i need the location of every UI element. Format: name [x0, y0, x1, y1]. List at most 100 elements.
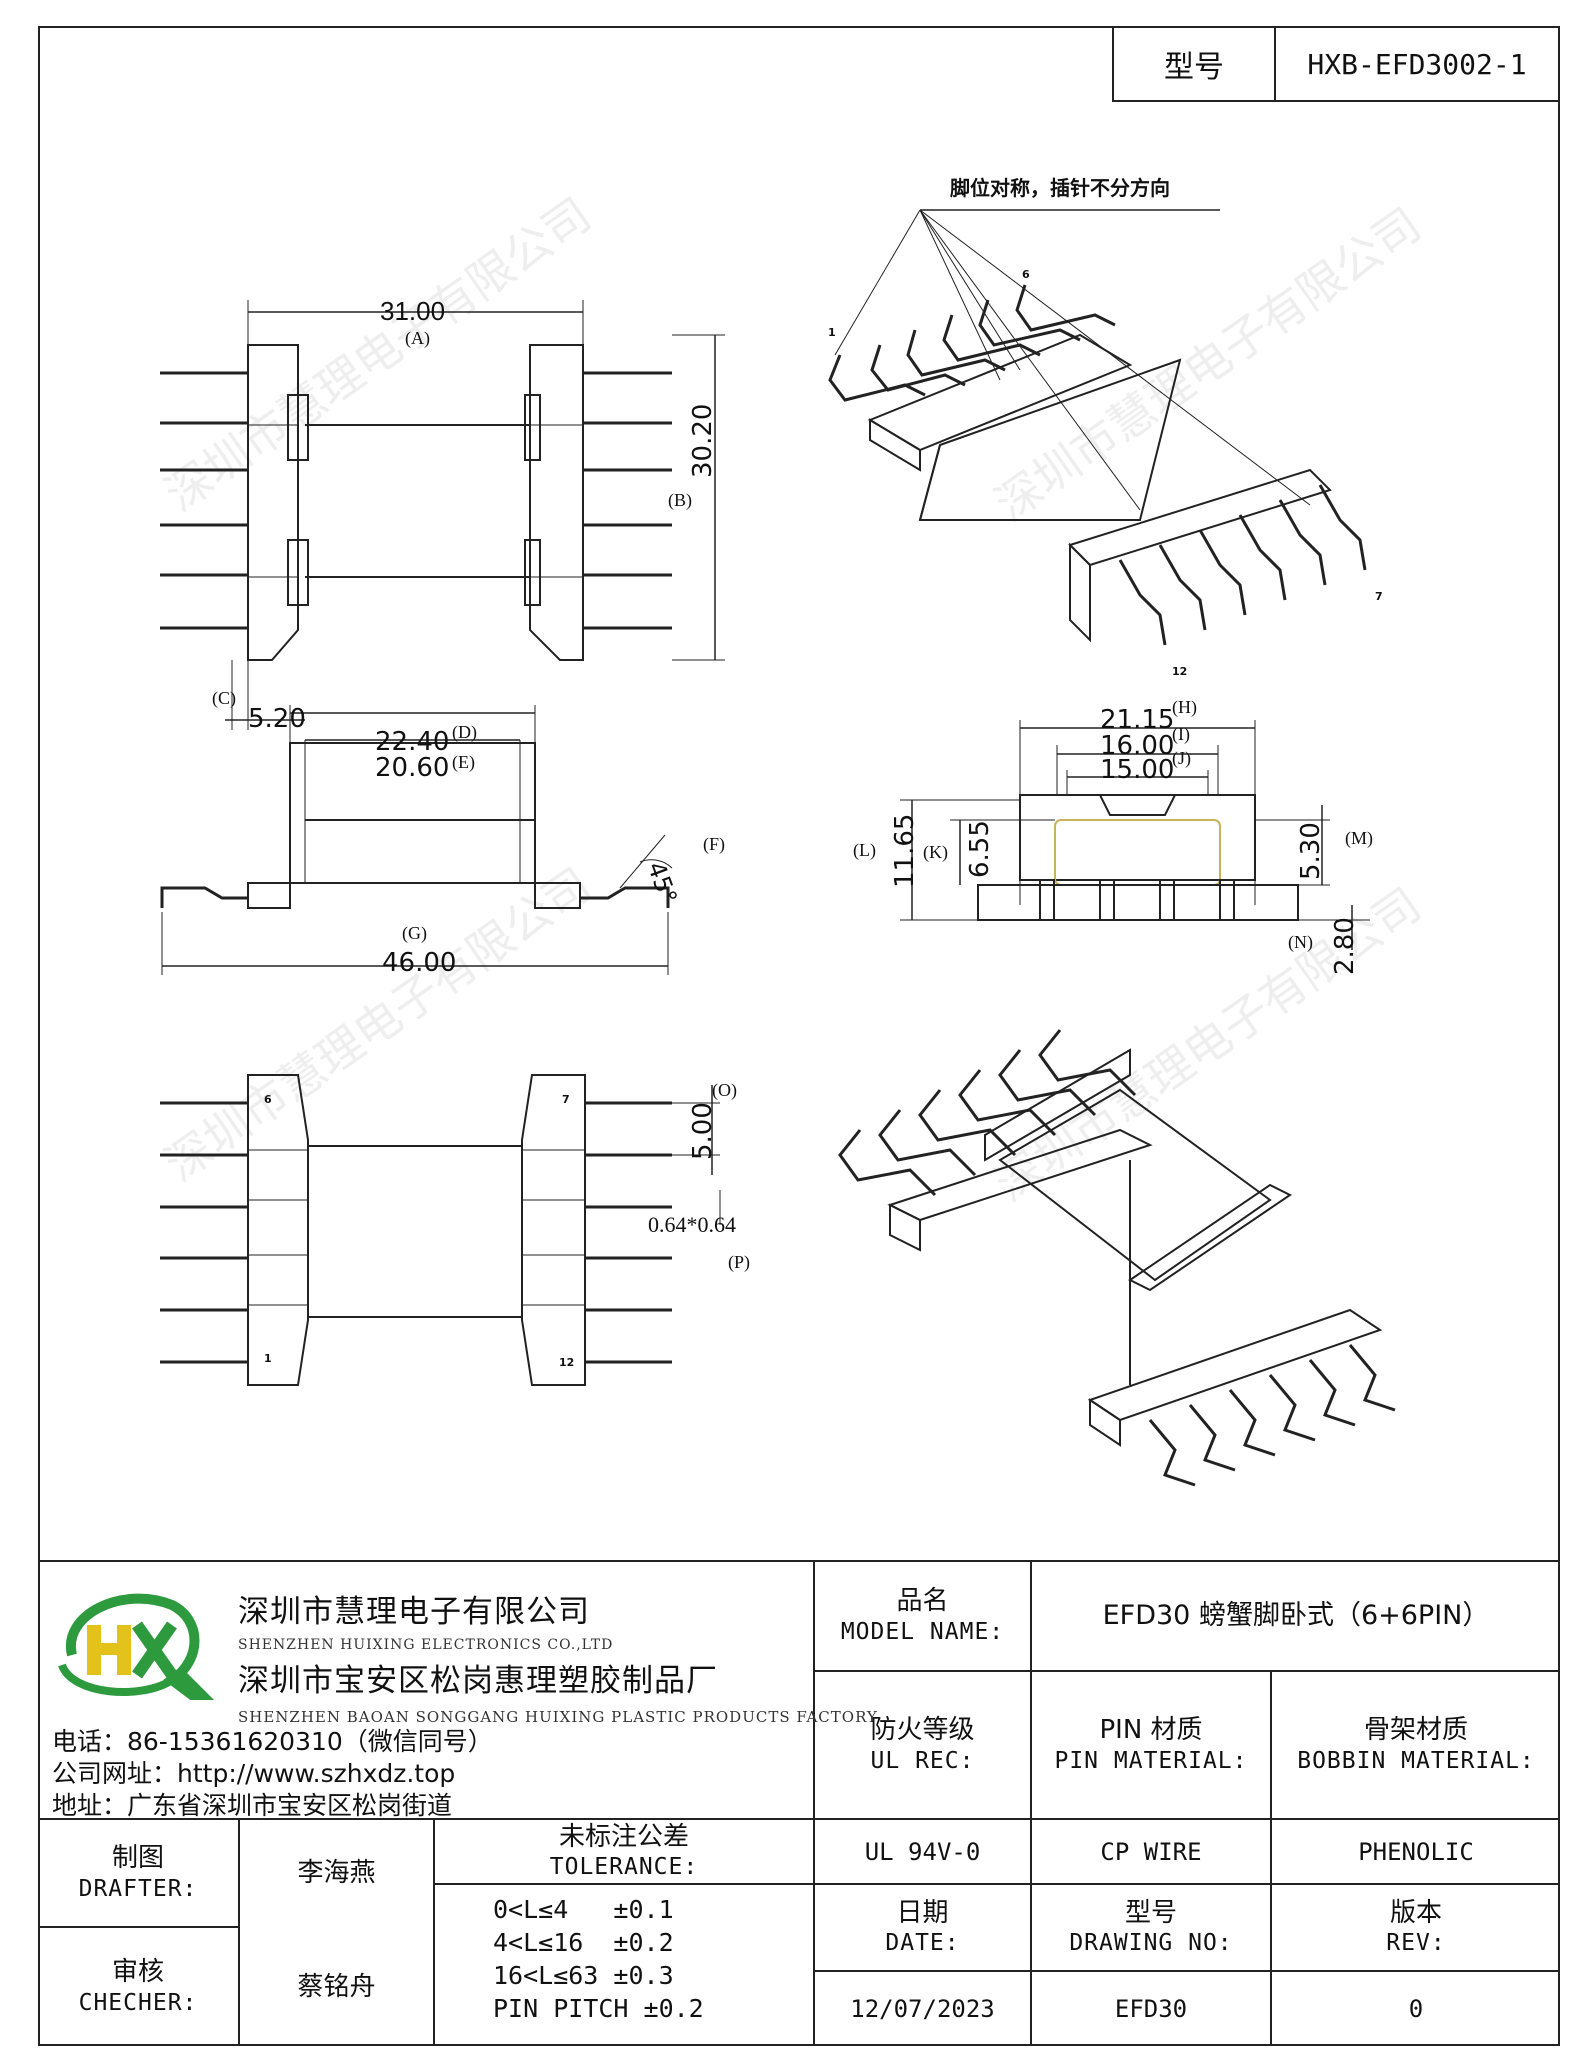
- dim-p-tag: (P): [728, 1252, 750, 1272]
- front-view: [900, 720, 1370, 950]
- pin-value-cell: CP WIRE: [1032, 1820, 1270, 1883]
- dim-m-value: 5.30: [1296, 822, 1326, 880]
- bobbin-value-cell: PHENOLIC: [1272, 1820, 1560, 1883]
- model-name-en: MODEL NAME:: [840, 1618, 1005, 1645]
- dim-e-value: 20.60: [375, 753, 450, 783]
- model-value: HXB-EFD3002-1: [1307, 47, 1527, 81]
- dim-a-tag: (A): [405, 328, 430, 348]
- dim-k-value: 6.55: [965, 820, 995, 878]
- company-website: 公司网址：http://www.szhxdz.top: [52, 1759, 456, 1788]
- pin-label-6-bottom: 6: [264, 1093, 272, 1106]
- rev-cn: 版本: [1389, 1897, 1442, 1928]
- tolerance-row-1: 0<L≤4 ±0.1: [493, 1895, 674, 1924]
- pin-label-7-bottom: 7: [562, 1093, 570, 1106]
- model-number-box: 型号 HXB-EFD3002-1: [1112, 26, 1560, 102]
- ul-rec-header: 防火等级 UL REC:: [815, 1672, 1030, 1818]
- drafter-en: DRAFTER:: [78, 1875, 198, 1902]
- ul-rec-en: UL REC:: [870, 1747, 975, 1774]
- drawing-frame: [38, 26, 1560, 2046]
- pin-label-1: 1: [828, 326, 836, 339]
- drafter-header: 制图 DRAFTER:: [38, 1820, 238, 1926]
- checker-header: 审核 CHECHER:: [38, 1928, 238, 2046]
- title-block: 深圳市慧理电子有限公司 SHENZHEN HUIXING ELECTRONICS…: [38, 1560, 1560, 2046]
- tolerance-list: 0<L≤4 ±0.1 4<L≤16 ±0.2 16<L≤63 ±0.3 PIN …: [493, 1893, 704, 2025]
- dim-l-tag: (L): [853, 840, 876, 860]
- drawing-no-value-cell: EFD30: [1032, 1972, 1270, 2046]
- date-cn: 日期: [896, 1897, 949, 1928]
- dim-g-tag: (G): [402, 923, 427, 943]
- checker-name: 蔡铭舟: [297, 1971, 376, 2002]
- drawing-no-value: EFD30: [1114, 1995, 1188, 2023]
- company-phone: 电话：86-15361620310（微信同号）: [52, 1727, 493, 1756]
- dim-h-value: 21.15: [1100, 705, 1175, 735]
- pin-label-6: 6: [1022, 268, 1030, 281]
- dim-c-tag: (C): [212, 688, 236, 708]
- dim-b-tag: (B): [668, 490, 692, 510]
- dim-j-value: 15.00: [1100, 755, 1175, 785]
- dim-c-value: 5.20: [248, 704, 306, 734]
- model-name-cn: 品名: [896, 1586, 949, 1617]
- dim-n-value: 2.80: [1330, 917, 1360, 975]
- pin-label-12: 12: [1172, 665, 1188, 678]
- drawing-no-cn: 型号: [1124, 1897, 1177, 1928]
- dim-i-value: 16.00: [1100, 731, 1175, 761]
- ul-rec-cn: 防火等级: [870, 1715, 975, 1746]
- rev-en: REV:: [1386, 1930, 1446, 1957]
- date-en: DATE:: [885, 1930, 960, 1957]
- pin-material-header: PIN 材质 PIN MATERIAL:: [1032, 1672, 1270, 1818]
- tolerance-row-3: 16<L≤63 ±0.3: [493, 1961, 674, 1990]
- iso-view-top: [828, 209, 1367, 646]
- drafter-name: 李海燕: [297, 1857, 376, 1888]
- dim-j-tag: (J): [1172, 748, 1191, 768]
- company-address: 地址：广东省深圳市宝安区松岗街道: [52, 1791, 453, 1820]
- pin-material-en: PIN MATERIAL:: [1054, 1747, 1248, 1774]
- company-logo: [58, 1593, 215, 1700]
- model-label: 型号: [1114, 28, 1276, 100]
- dim-h-tag: (H): [1172, 697, 1197, 717]
- tolerance-header: 未标注公差 TOLERANCE:: [435, 1820, 813, 1883]
- bottom-view: [160, 1074, 721, 1386]
- dim-o-value: 5.00: [688, 1102, 718, 1160]
- model-name-text: EFD30 螃蟹脚卧式（6+6PIN）: [1102, 1600, 1490, 1632]
- company-name-2: 深圳市宝安区松岗惠理塑胶制品厂: [238, 1663, 718, 1699]
- checker-cn: 审核: [111, 1957, 164, 1988]
- company-name-1-en: SHENZHEN HUIXING ELECTRONICS CO.,LTD: [238, 1637, 614, 1653]
- tolerance-en: TOLERANCE:: [549, 1854, 699, 1881]
- pin-label-12-bottom: 12: [559, 1356, 575, 1369]
- drawing-no-en: DRAWING NO:: [1069, 1930, 1233, 1957]
- tolerance-row-2: 4<L≤16 ±0.2: [493, 1928, 674, 1957]
- company-name-2-en: SHENZHEN BAOAN SONGGANG HUIXING PLASTIC …: [238, 1708, 878, 1726]
- dim-f-tag: (F): [703, 834, 725, 854]
- pin-material-cn: PIN 材质: [1099, 1715, 1203, 1746]
- dim-b-value: 30.20: [688, 403, 718, 478]
- dim-p-value: 0.64*0.64: [648, 1212, 736, 1237]
- dim-d-tag: (D): [452, 722, 477, 742]
- bobbin-material-header: 骨架材质 BOBBIN MATERIAL:: [1272, 1672, 1560, 1818]
- iso-view-bottom: [838, 1029, 1396, 1487]
- pin-label-1-bottom: 1: [264, 1352, 272, 1365]
- dim-i-tag: (I): [1172, 724, 1190, 744]
- ul-value: UL 94V-0: [864, 1837, 981, 1866]
- tolerance-row-4: PIN PITCH ±0.2: [493, 1994, 704, 2023]
- side-view: [160, 705, 673, 975]
- rev-header: 版本 REV:: [1272, 1885, 1560, 1970]
- dim-e-tag: (E): [452, 752, 475, 772]
- dim-d-value: 22.40: [375, 727, 450, 757]
- rev-value-cell: 0: [1272, 1972, 1560, 2046]
- tolerance-cn: 未标注公差: [558, 1821, 689, 1852]
- drafter-cn: 制图: [111, 1843, 164, 1874]
- rev-value: 0: [1408, 1995, 1424, 2023]
- model-name-value: EFD30 螃蟹脚卧式（6+6PIN）: [1032, 1562, 1560, 1670]
- top-view: [160, 300, 725, 730]
- pin-value: CP WIRE: [1100, 1837, 1202, 1866]
- drafter-name-cell: 李海燕: [240, 1820, 433, 1926]
- dim-o-tag: (O): [712, 1080, 737, 1100]
- pin-label-7: 7: [1375, 590, 1383, 603]
- model-name-header: 品名 MODEL NAME:: [815, 1562, 1030, 1670]
- dim-m-tag: (M): [1345, 828, 1373, 848]
- date-value-cell: 12/07/2023: [815, 1972, 1030, 2046]
- company-info: 深圳市慧理电子有限公司 SHENZHEN HUIXING ELECTRONICS…: [238, 1560, 878, 1726]
- dim-l-value: 11.65: [890, 813, 920, 888]
- date-value: 12/07/2023: [850, 1995, 995, 2023]
